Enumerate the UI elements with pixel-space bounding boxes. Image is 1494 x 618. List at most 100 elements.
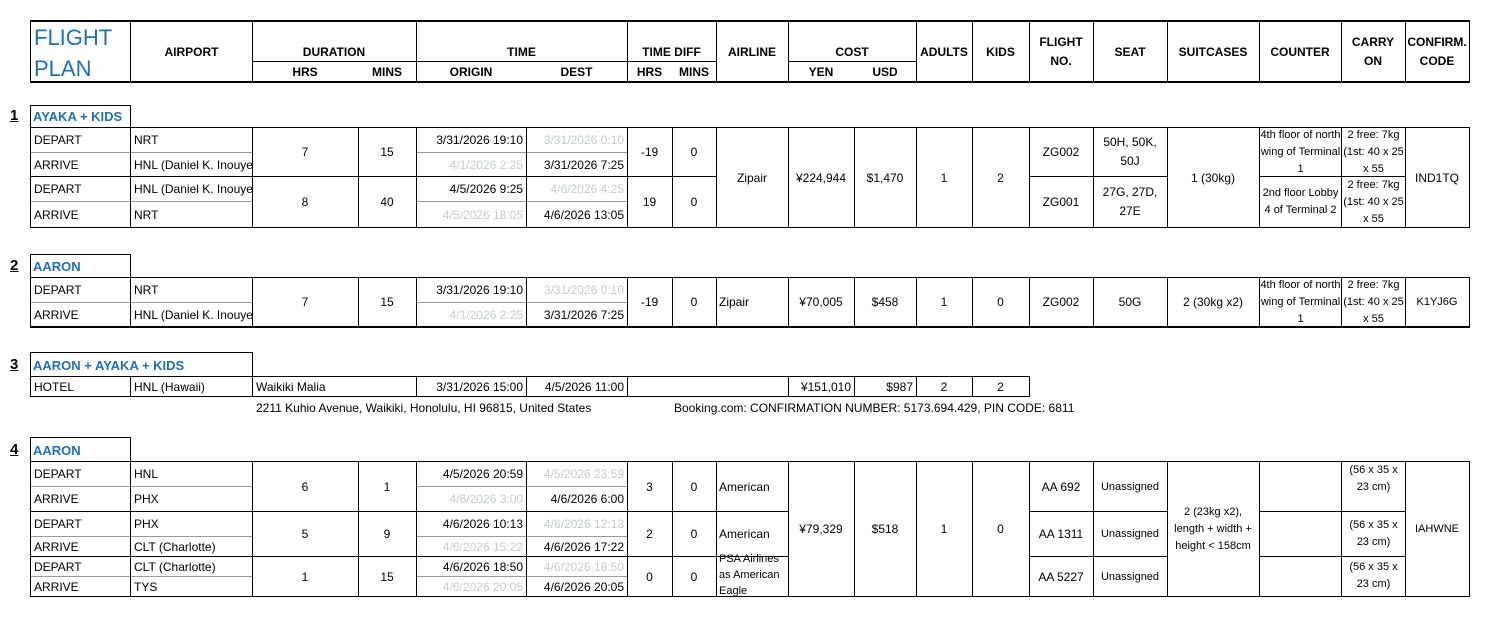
row-type: ARRIVE bbox=[34, 308, 79, 322]
confirmation-code: K1YJ6G bbox=[1416, 295, 1458, 308]
duration-hrs: 8 bbox=[301, 195, 309, 209]
row-dest-time: 4/6/2026 20:05 bbox=[543, 579, 624, 594]
time-diff-mins: 0 bbox=[690, 295, 698, 309]
section-number: 1 bbox=[10, 107, 19, 124]
seat: 50H, 50K, 50J bbox=[1103, 135, 1157, 168]
col-time-diff: TIME DIFF bbox=[642, 45, 701, 59]
cost-yen: ¥79,329 bbox=[799, 522, 843, 536]
row-origin-time: 4/6/2026 20:05 bbox=[442, 579, 523, 594]
row-dest-time: 4/5/2026 11:00 bbox=[544, 379, 624, 394]
duration-mins: 15 bbox=[380, 145, 394, 159]
row-origin-time: 4/6/2026 15:22 bbox=[442, 539, 523, 554]
col-duration-hrs: HRS bbox=[292, 65, 318, 79]
col-counter: COUNTER bbox=[1270, 45, 1330, 59]
col-flight-no: FLIGHT NO. bbox=[1039, 35, 1083, 68]
airline: Zipair bbox=[736, 170, 767, 185]
cost-yen: ¥151,010 bbox=[800, 379, 851, 394]
row-dest-time: 4/6/2026 6:00 bbox=[550, 492, 624, 506]
row-type: HOTEL bbox=[34, 379, 75, 394]
seat: Unassigned bbox=[1100, 570, 1160, 583]
row-dest-time: 3/31/2026 0:10 bbox=[543, 283, 624, 297]
row-airport: HNL (Daniel K. Inouye) bbox=[134, 308, 252, 322]
time-diff-mins: 0 bbox=[690, 479, 698, 494]
row-origin-time: 4/5/2026 18:05 bbox=[442, 207, 523, 222]
col-dest: DEST bbox=[560, 65, 593, 79]
col-carry-on: CARRY ON bbox=[1351, 35, 1395, 68]
flight-number: ZG001 bbox=[1042, 195, 1080, 209]
row-origin-time: 3/31/2026 15:00 bbox=[436, 379, 523, 394]
row-airport: HNL (Daniel K. Inouye) bbox=[134, 157, 252, 172]
time-diff-mins: 0 bbox=[690, 569, 698, 584]
row-type: ARRIVE bbox=[34, 579, 79, 594]
row-origin-time: 4/6/2026 3:00 bbox=[449, 492, 523, 506]
row-origin-time: 4/1/2026 2:25 bbox=[449, 308, 523, 322]
time-diff-mins: 0 bbox=[690, 145, 698, 159]
section-title: AARON bbox=[33, 442, 81, 458]
carry-on: 2 free: 7kg (1st: 40 x 25 x 55 bbox=[1343, 128, 1404, 175]
row-airport: TYS bbox=[134, 579, 158, 594]
confirmation-code: IAHWNE bbox=[1415, 522, 1459, 535]
seat: Unassigned bbox=[1100, 480, 1160, 493]
carry-on: (56 x 35 x 23 cm) bbox=[1349, 519, 1398, 548]
row-dest-time: 4/6/2026 12:13 bbox=[543, 517, 624, 531]
row-airport: PHX bbox=[134, 517, 159, 531]
row-dest-time: 4/6/2026 13:05 bbox=[543, 207, 624, 222]
duration-mins: 40 bbox=[380, 195, 394, 209]
time-diff-hrs: 0 bbox=[646, 569, 653, 584]
time-diff-hrs: -19 bbox=[640, 145, 659, 159]
cost-usd: $458 bbox=[871, 295, 899, 309]
row-type: DEPART bbox=[34, 559, 82, 574]
col-td-hrs: HRS bbox=[636, 65, 663, 79]
airline: American bbox=[719, 527, 770, 541]
row-airport: CLT (Charlotte) bbox=[134, 539, 216, 554]
flight-number: ZG002 bbox=[1042, 145, 1080, 159]
flight-number: AA 1311 bbox=[1038, 527, 1084, 541]
cost-usd: $1,470 bbox=[866, 170, 904, 185]
carry-on: 2 free: 7kg (1st: 40 x 25 x 55 bbox=[1343, 278, 1404, 325]
flight-number: AA 5227 bbox=[1038, 569, 1084, 584]
flight-number: ZG002 bbox=[1042, 295, 1080, 309]
airline: Zipair bbox=[719, 295, 750, 309]
col-cost: COST bbox=[835, 45, 869, 59]
counter: 2nd floor Lobby 4 of Terminal 2 bbox=[1262, 187, 1339, 216]
time-diff-hrs: 3 bbox=[646, 479, 653, 494]
row-airport: NRT bbox=[134, 283, 159, 297]
counter: 4th floor of north wing of Terminal 1 bbox=[1260, 128, 1341, 175]
row-type: ARRIVE bbox=[34, 492, 79, 506]
carry-on: (56 x 35 x 23 cm) bbox=[1349, 464, 1398, 493]
row-airport: NRT bbox=[134, 133, 159, 147]
duration-hrs: 7 bbox=[301, 145, 309, 159]
airline: PSA Airlines as American Eagle bbox=[719, 553, 780, 596]
row-type: DEPART bbox=[34, 182, 82, 196]
row-airport: HNL (Hawaii) bbox=[134, 379, 205, 394]
row-origin-time: 4/5/2026 20:59 bbox=[442, 467, 523, 481]
hotel-name: Waikiki Malia bbox=[256, 379, 326, 394]
row-origin-time: 4/6/2026 10:13 bbox=[442, 517, 523, 531]
row-airport: PHX bbox=[134, 492, 159, 506]
booking-info: Booking.com: CONFIRMATION NUMBER: 5173.6… bbox=[674, 400, 1075, 415]
row-dest-time: 4/6/2026 18:50 bbox=[543, 559, 624, 574]
section-number: 3 bbox=[10, 356, 19, 373]
col-duration-mins: MINS bbox=[372, 65, 402, 79]
row-dest-time: 4/5/2026 23:59 bbox=[543, 467, 624, 481]
col-adults: ADULTS bbox=[920, 45, 968, 59]
duration-hrs: 1 bbox=[301, 569, 309, 584]
duration-hrs: 6 bbox=[301, 479, 309, 494]
carry-on: 2 free: 7kg (1st: 40 x 25 x 55 bbox=[1343, 178, 1404, 225]
suitcases: 2 (23kg x2), length + width + height < 1… bbox=[1174, 505, 1252, 552]
cost-yen: ¥224,944 bbox=[795, 170, 847, 185]
row-origin-time: 3/31/2026 19:10 bbox=[436, 283, 523, 297]
airline: American bbox=[719, 479, 770, 494]
row-airport: HNL (Daniel K. Inouye) bbox=[134, 182, 252, 196]
kids-count: 2 bbox=[997, 379, 1004, 394]
row-type: DEPART bbox=[34, 133, 82, 147]
section-title: AARON bbox=[33, 258, 81, 274]
cost-yen: ¥70,005 bbox=[799, 295, 843, 309]
kids-count: 0 bbox=[997, 522, 1004, 536]
section-number: 2 bbox=[10, 257, 19, 274]
section-number: 4 bbox=[10, 441, 19, 458]
time-diff-hrs: 19 bbox=[642, 195, 657, 209]
duration-mins: 9 bbox=[383, 527, 391, 541]
row-type: ARRIVE bbox=[34, 157, 79, 172]
duration-mins: 15 bbox=[380, 569, 394, 584]
